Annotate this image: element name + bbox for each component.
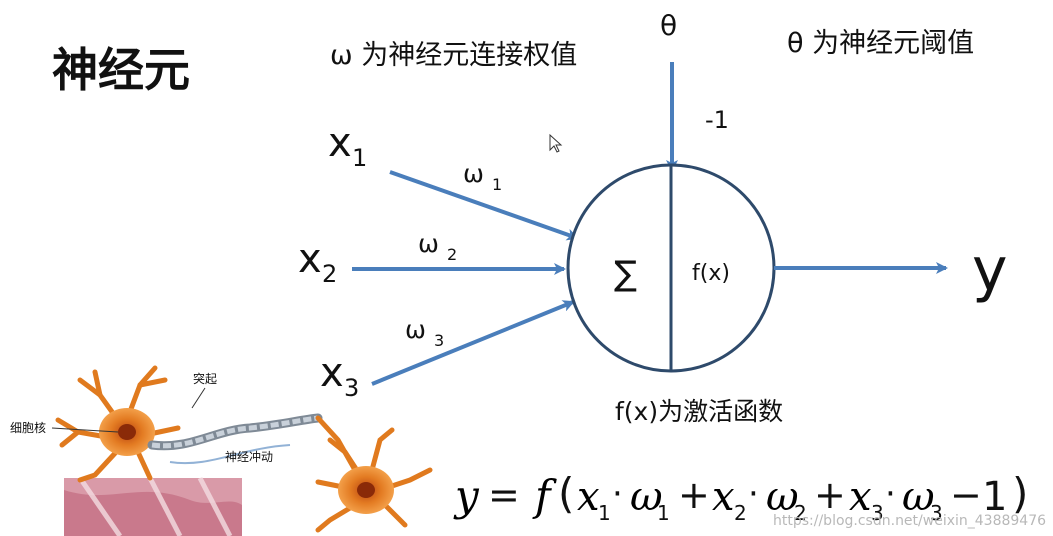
weight-w3: ω 3 (405, 315, 444, 350)
input-x2-sub: 2 (322, 260, 337, 288)
weight-w3-sub: 3 (434, 331, 444, 350)
formula-dot-1: · (612, 474, 623, 514)
formula-open-paren: ( (558, 469, 574, 518)
formula-x2-sub: 2 (734, 501, 747, 525)
formula-function: f (532, 471, 557, 520)
weight-w2-base: ω (418, 229, 439, 258)
weight-w3-base: ω (405, 315, 426, 344)
output-label: y (972, 235, 1008, 305)
theta-label: θ (660, 9, 677, 42)
page-title: 神经元 (52, 43, 190, 97)
formula-equals: = (488, 473, 520, 517)
formula-dot-2: · (748, 474, 759, 514)
formula-x1-sub: 1 (598, 501, 611, 525)
formula-minus: − (950, 473, 982, 517)
formula-x2: x (712, 474, 735, 520)
weight-w1-base: ω (463, 159, 484, 188)
formula-lhs: y (453, 471, 480, 520)
watermark: https://blog.csdn.net/weixin_43889476 (773, 513, 1046, 529)
impulse-label: 神经冲动 (225, 449, 273, 464)
right-nucleus (357, 482, 375, 498)
input-x1: x 1 (328, 120, 367, 172)
activation-label: f(x) (692, 261, 730, 286)
weight-w1: ω 1 (463, 159, 502, 194)
nucleus-label: 细胞核 (10, 421, 46, 435)
mouse-cursor-icon (550, 135, 561, 152)
process-label: 突起 (193, 371, 217, 386)
input-x1-base: x (328, 120, 352, 166)
threshold-note: θ 为神经元阈值 (787, 28, 974, 59)
input-arrow-3 (372, 302, 573, 384)
formula-dot-3: · (885, 474, 896, 514)
biological-neuron-figure: 突起 细胞核 神经冲动 (10, 368, 430, 536)
input-x2-base: x (298, 236, 322, 282)
formula-close-paren: ) (1012, 469, 1028, 518)
activation-note: f(x)为激活函数 (615, 397, 783, 426)
formula-plus-1: + (678, 473, 710, 517)
formula-w1-sub: 1 (657, 501, 670, 525)
input-x3: x 3 (320, 350, 359, 402)
input-x2: x 2 (298, 236, 337, 288)
formula-x1: x (577, 474, 600, 520)
minus-one-label: -1 (705, 106, 729, 134)
weight-w2-sub: 2 (447, 245, 457, 264)
input-x1-sub: 1 (352, 144, 367, 172)
sum-symbol: ∑ (614, 254, 637, 294)
weight-note: ω 为神经元连接权值 (330, 40, 577, 71)
weight-w2: ω 2 (418, 229, 457, 264)
input-x3-base: x (320, 350, 344, 396)
left-nucleus (118, 424, 136, 440)
input-x3-sub: 3 (344, 374, 359, 402)
weight-w1-sub: 1 (492, 175, 502, 194)
formula-plus-2: + (814, 473, 846, 517)
